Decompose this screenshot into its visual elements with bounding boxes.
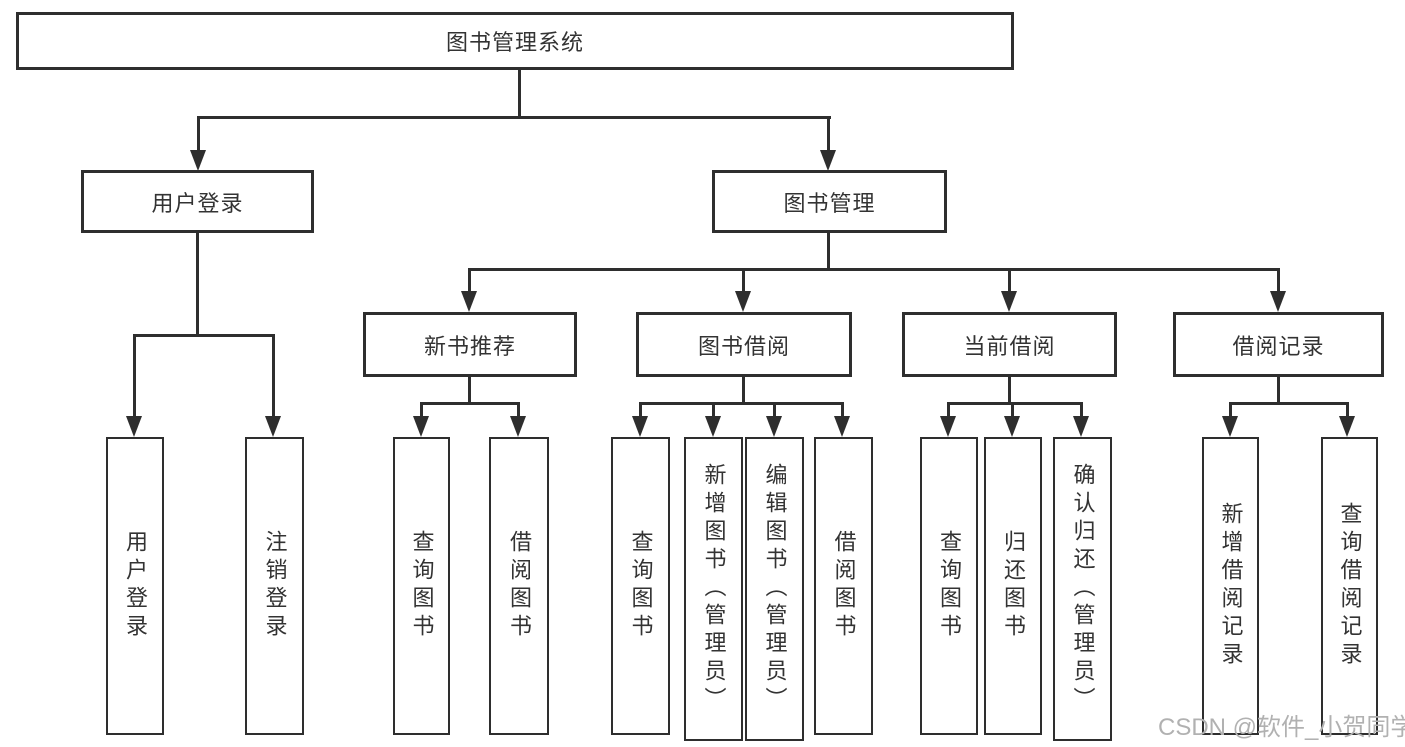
node-book-management-label: 图书管理 bbox=[783, 190, 876, 216]
connector-line bbox=[197, 116, 200, 156]
connector-line bbox=[517, 402, 520, 421]
connector-line bbox=[272, 334, 275, 420]
connector-line bbox=[518, 70, 521, 118]
node-new-book-recommend: 新书推荐 bbox=[363, 312, 577, 377]
connector-line bbox=[468, 268, 1280, 271]
connector-line bbox=[1277, 377, 1280, 404]
connector-line bbox=[827, 233, 830, 270]
node-root-label: 图书管理系统 bbox=[445, 30, 584, 55]
connector-line bbox=[742, 377, 745, 404]
connector-line bbox=[1229, 402, 1232, 421]
connector-line bbox=[1229, 402, 1349, 405]
leaf-borrow-book-recommend-label: 借阅图书 bbox=[507, 530, 532, 642]
connector-line bbox=[1080, 402, 1083, 421]
arrowhead-down bbox=[705, 416, 721, 437]
connector-line bbox=[947, 402, 950, 421]
connector-line bbox=[773, 402, 776, 421]
csdn-watermark: CSDN @软件_小贺同学 bbox=[1158, 714, 1405, 741]
leaf-borrow-book: 借阅图书 bbox=[814, 437, 873, 735]
connector-line bbox=[1011, 402, 1014, 421]
node-book-management: 图书管理 bbox=[712, 170, 947, 233]
connector-line bbox=[1277, 268, 1280, 296]
connector-line bbox=[841, 402, 844, 421]
connector-line bbox=[468, 377, 471, 404]
leaf-add-borrow-record-label: 新增借阅记录 bbox=[1218, 502, 1244, 670]
leaf-query-book-recommend: 查询图书 bbox=[393, 437, 450, 735]
arrowhead-down bbox=[413, 416, 429, 437]
leaf-query-book-current: 查询图书 bbox=[920, 437, 978, 735]
node-root: 图书管理系统 bbox=[16, 12, 1014, 70]
arrowhead-down bbox=[940, 416, 956, 437]
leaf-borrow-book-label: 借阅图书 bbox=[831, 530, 857, 642]
leaf-query-book-current-label: 查询图书 bbox=[937, 530, 962, 642]
arrowhead-down bbox=[1001, 291, 1017, 312]
leaf-user-login-label: 用户登录 bbox=[123, 530, 148, 642]
leaf-borrow-book-recommend: 借阅图书 bbox=[489, 437, 549, 735]
connector-line bbox=[947, 402, 1082, 405]
connector-line bbox=[827, 116, 830, 156]
connector-line bbox=[133, 334, 274, 337]
arrowhead-down bbox=[265, 416, 281, 437]
leaf-add-borrow-record: 新增借阅记录 bbox=[1202, 437, 1259, 735]
connector-line bbox=[1008, 268, 1011, 296]
leaf-confirm-return-admin-label: 确认归还（管理员） bbox=[1070, 463, 1096, 715]
connector-line bbox=[712, 402, 715, 421]
leaf-edit-book-admin-label: 编辑图书（管理员） bbox=[762, 463, 788, 715]
leaf-return-book: 归还图书 bbox=[984, 437, 1042, 735]
connector-line bbox=[742, 268, 745, 296]
arrowhead-down bbox=[735, 291, 751, 312]
arrowhead-down bbox=[1073, 416, 1089, 437]
node-user-login: 用户登录 bbox=[81, 170, 314, 233]
connector-line bbox=[420, 402, 423, 421]
arrowhead-down bbox=[820, 150, 836, 171]
arrowhead-down bbox=[510, 416, 526, 437]
leaf-query-borrow-record: 查询借阅记录 bbox=[1321, 437, 1378, 735]
leaf-add-book-admin: 新增图书（管理员） bbox=[684, 437, 743, 741]
arrowhead-down bbox=[461, 291, 477, 312]
leaf-return-book-label: 归还图书 bbox=[1001, 530, 1026, 642]
node-borrowing-records-label: 借阅记录 bbox=[1232, 333, 1325, 359]
leaf-logout-label: 注销登录 bbox=[262, 530, 288, 642]
node-book-borrowing: 图书借阅 bbox=[636, 312, 852, 377]
connector-line bbox=[196, 233, 199, 336]
leaf-add-book-admin-label: 新增图书（管理员） bbox=[701, 463, 727, 715]
connector-line bbox=[197, 116, 831, 119]
leaf-query-book-borrowing: 查询图书 bbox=[611, 437, 670, 735]
leaf-query-book-recommend-label: 查询图书 bbox=[409, 530, 435, 642]
arrowhead-down bbox=[1004, 416, 1020, 437]
connector-line bbox=[420, 402, 520, 405]
node-new-book-recommend-label: 新书推荐 bbox=[423, 333, 516, 359]
connector-line bbox=[639, 402, 642, 421]
arrowhead-down bbox=[1339, 416, 1355, 437]
arrowhead-down bbox=[1270, 291, 1286, 312]
leaf-query-book-borrowing-label: 查询图书 bbox=[628, 530, 654, 642]
leaf-edit-book-admin: 编辑图书（管理员） bbox=[745, 437, 804, 741]
connector-line bbox=[1008, 377, 1011, 404]
arrowhead-down bbox=[834, 416, 850, 437]
connector-line bbox=[1346, 402, 1349, 421]
leaf-confirm-return-admin: 确认归还（管理员） bbox=[1053, 437, 1112, 741]
node-user-login-label: 用户登录 bbox=[151, 190, 244, 216]
arrowhead-down bbox=[766, 416, 782, 437]
leaf-query-borrow-record-label: 查询借阅记录 bbox=[1337, 502, 1363, 670]
arrowhead-down bbox=[190, 150, 206, 171]
arrowhead-down bbox=[1222, 416, 1238, 437]
arrowhead-down bbox=[126, 416, 142, 437]
node-borrowing-records: 借阅记录 bbox=[1173, 312, 1384, 377]
connector-line bbox=[133, 334, 136, 420]
arrowhead-down bbox=[632, 416, 648, 437]
node-current-borrowing-label: 当前借阅 bbox=[963, 333, 1056, 359]
node-current-borrowing: 当前借阅 bbox=[902, 312, 1117, 377]
leaf-logout: 注销登录 bbox=[245, 437, 304, 735]
connector-line bbox=[468, 268, 471, 296]
connector-line bbox=[639, 402, 844, 405]
node-book-borrowing-label: 图书借阅 bbox=[697, 333, 790, 359]
leaf-user-login: 用户登录 bbox=[106, 437, 164, 735]
